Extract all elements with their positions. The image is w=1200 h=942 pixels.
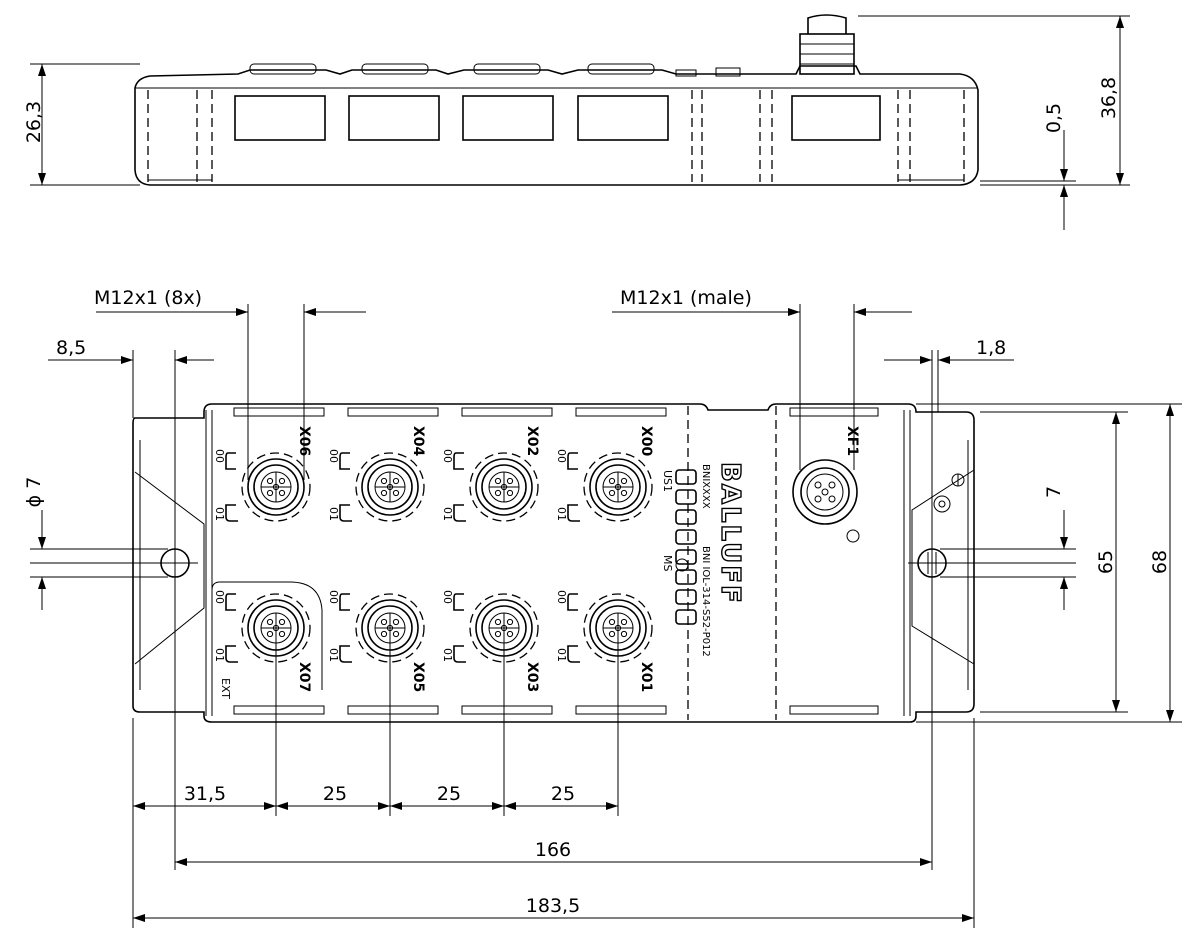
dim-right-offset: 1,8 [884, 337, 1014, 412]
ext-label: EXT [219, 678, 232, 699]
port-label-x07: X07 [296, 662, 312, 692]
port-label-x04: X04 [410, 426, 426, 457]
status-led [675, 489, 697, 505]
fieldbus-connector: XF1 [792, 426, 860, 543]
led-ms-label: MS [661, 555, 674, 571]
dim-height-inner: 65 [980, 411, 1128, 713]
pin-label-01: 01 [327, 648, 340, 662]
pin-label-01: 01 [555, 507, 568, 521]
dim-edge-offset: 8,5 [48, 337, 214, 418]
pin-label-01: 01 [441, 648, 454, 662]
port-label-x02: X02 [524, 426, 540, 456]
port-connector-bottom-0: 00 01 [213, 590, 311, 663]
pin-label-00: 00 [327, 590, 340, 604]
side-connectors [249, 63, 741, 77]
port-connector-bottom-3: 00 01 [555, 590, 653, 663]
dim-hole-diameter: ϕ 7 [23, 477, 168, 610]
top-slots [233, 407, 879, 715]
left-mounting-hole [30, 350, 198, 870]
spacing-label-3: 25 [551, 783, 575, 805]
status-led [675, 509, 697, 525]
thread-8x-label: M12x1 (8x) [94, 287, 202, 309]
pin-label-01: 01 [213, 648, 226, 662]
height-inner-label: 65 [1095, 550, 1117, 574]
side-fieldbus-connector [799, 14, 855, 75]
pin-label-01: 01 [555, 648, 568, 662]
side-windows [234, 95, 881, 141]
status-led [675, 469, 697, 485]
brand-logo: BALLUFF [715, 462, 745, 605]
height-outer-label: 68 [1149, 550, 1171, 574]
overall-width-label: 183,5 [526, 895, 580, 917]
port-connector-bottom-2: 00 01 [441, 590, 539, 663]
port-connector-bottom-1: 00 01 [327, 590, 425, 663]
status-led [675, 569, 697, 585]
right-mounting-hole [908, 350, 1076, 870]
pin-label-00: 00 [327, 449, 340, 463]
status-led [675, 549, 697, 565]
spacing-label-1: 25 [323, 783, 347, 805]
port-label-x05: X05 [410, 662, 426, 692]
model-number: BNI IOL-314-S52-P012 [700, 546, 711, 657]
side-height-label: 26,3 [23, 101, 45, 143]
dim-thread-male: M12x1 (male) [612, 287, 912, 470]
dim-overall-width: 183,5 [133, 718, 975, 928]
pin-label-01: 01 [327, 507, 340, 521]
dim-hole-spacing: 166 [175, 839, 932, 866]
right-offset-label: 1,8 [976, 337, 1006, 359]
top-view: 00 01 00 01 00 01 00 01 00 01 00 01 00 01 00 01 X06 X0… [23, 287, 1182, 928]
pin-label-01: 01 [441, 507, 454, 521]
status-led [675, 609, 697, 625]
pin-label-00: 00 [441, 449, 454, 463]
port-labels-top: X06 X04 X02 X00 [296, 426, 654, 457]
hole-right-label: 7 [1043, 486, 1065, 498]
dim-gap: 0,5 [980, 103, 1076, 230]
side-hidden-lines [147, 90, 965, 182]
port-label-x01: X01 [638, 662, 654, 692]
pin-label-00: 00 [555, 449, 568, 463]
total-height-label: 36,8 [1098, 77, 1120, 119]
gap-label: 0,5 [1043, 103, 1065, 133]
port-label-x00: X00 [638, 426, 654, 457]
edge-offset-label: 8,5 [56, 337, 86, 359]
ext-group-outline [211, 581, 323, 690]
port-connector-top-1: 00 01 [327, 449, 425, 522]
rotate-symbol [675, 558, 689, 572]
status-led [675, 589, 697, 605]
port-labels-bottom: X07 X05 X03 X01 [296, 662, 654, 692]
side-view: 26,3 36,8 0,5 [23, 14, 1130, 230]
ground-symbol [933, 473, 965, 513]
spacing-label-2: 25 [437, 783, 461, 805]
dim-thread-8x: M12x1 (8x) [94, 287, 366, 480]
status-led [675, 529, 697, 545]
pin-label-00: 00 [441, 590, 454, 604]
dim-height-outer: 68 [916, 403, 1182, 723]
ports-bottom-row: 00 01 00 01 00 01 00 01 [213, 590, 653, 663]
port-label-x03: X03 [524, 662, 540, 692]
thread-male-label: M12x1 (male) [620, 287, 752, 309]
spacing-first-label: 31,5 [184, 783, 226, 805]
ports-top-row: 00 01 00 01 00 01 00 01 [213, 449, 653, 522]
dim-height-side: 26,3 [23, 63, 140, 186]
hole-diameter-label: ϕ 7 [23, 477, 45, 508]
pin-label-00: 00 [213, 449, 226, 463]
pin-label-00: 00 [555, 590, 568, 604]
led-us1-label: US1 [661, 470, 674, 492]
port-connector-top-3: 00 01 [555, 449, 653, 522]
port-connector-top-0: 00 01 [213, 449, 311, 522]
pin-label-01: 01 [213, 507, 226, 521]
dim-hole-right: 7 [940, 486, 1076, 610]
dim-port-spacing: 31,5 25 25 25 [132, 640, 619, 928]
pin-label-00: 00 [213, 590, 226, 604]
port-connector-top-2: 00 01 [441, 449, 539, 522]
fieldbus-port-label: XF1 [844, 426, 860, 456]
label-code: BNIXXXX [700, 464, 711, 509]
led-column [675, 469, 697, 625]
dim-total-height: 36,8 [858, 15, 1130, 186]
hole-spacing-label: 166 [535, 839, 571, 861]
